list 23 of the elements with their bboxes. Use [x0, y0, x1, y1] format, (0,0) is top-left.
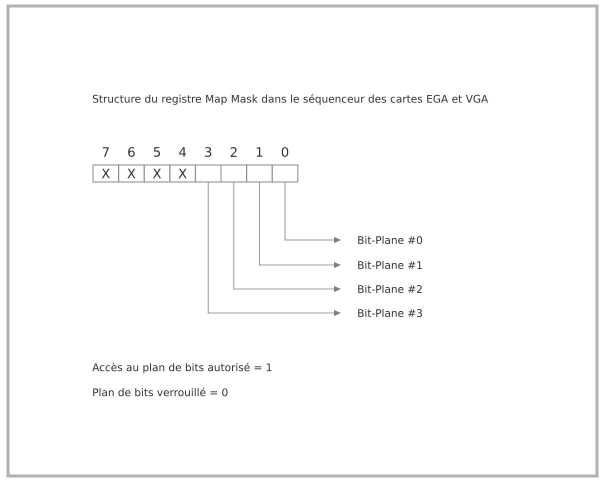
empty-register-cell: [246, 164, 273, 182]
bit-number: 5: [154, 147, 160, 157]
register-cell: X: [144, 164, 170, 182]
bit-plane-label: Bit-Plane #1: [358, 260, 422, 270]
empty-register-cell: [272, 164, 298, 182]
register-cell: X: [92, 164, 120, 182]
register-cell: X: [169, 164, 196, 182]
bit-plane-label: Bit-Plane #3: [358, 308, 422, 318]
bit-number: 2: [230, 147, 237, 157]
empty-register-cell: [220, 164, 248, 182]
bit-number: 6: [128, 147, 135, 157]
bit-number: 4: [179, 147, 186, 157]
bit-number: 0: [282, 147, 288, 157]
bit-number: 3: [205, 147, 212, 157]
bit-number: 7: [102, 147, 109, 157]
empty-register-cell: [194, 164, 222, 182]
note: Plan de bits verrouillé = 0: [93, 388, 228, 396]
note: Accès au plan de bits autorisé = 1: [92, 362, 272, 374]
bit-plane-label: Bit-Plane #2: [358, 284, 422, 294]
title: Structure du registre Map Mask dans le séquenceur des cartes EGA et VGA: [92, 94, 488, 105]
bit-plane-label: Bit-Plane #0: [358, 236, 422, 244]
register-cell: X: [118, 164, 145, 182]
bit-number: 1: [256, 147, 262, 157]
